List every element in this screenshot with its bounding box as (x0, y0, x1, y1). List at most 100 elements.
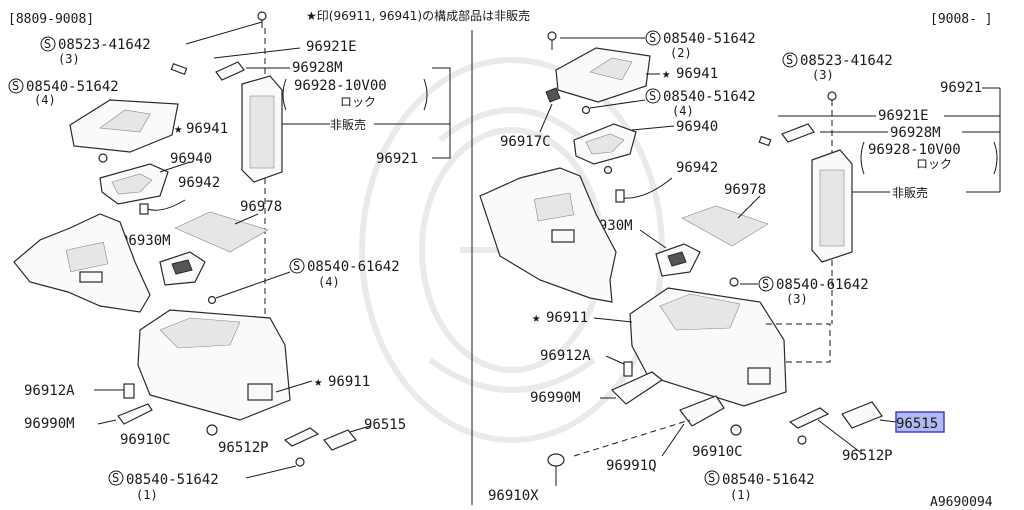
right-part-96921-lid[interactable]: 96921 96921E 96928M 96928-10V00 ロック 非販売 (778, 80, 1001, 263)
right-s-08540-51642-top[interactable]: S 08540-51642 (2) (547, 30, 756, 60)
svg-text:96911: 96911 (328, 374, 370, 390)
right-part-96941[interactable]: ★ 96941 (555, 47, 718, 103)
svg-text:★: ★ (532, 310, 541, 326)
left-small-clip (98, 153, 108, 163)
left-part-96912A[interactable]: 96912A (24, 383, 135, 399)
left-part-96930M[interactable]: 96930M (120, 233, 206, 286)
right-part-96991Q[interactable]: 96991Q (573, 395, 725, 474)
right-part-96910C[interactable]: 96910C (692, 424, 743, 460)
right-part-96917C[interactable]: 96917C (500, 87, 561, 150)
svg-text:96910X: 96910X (488, 488, 539, 504)
right-range-label: [9008- ] (930, 12, 993, 27)
svg-text:96515: 96515 (896, 416, 938, 432)
svg-text:08540-51642: 08540-51642 (722, 472, 815, 488)
right-s-08540-51642-mid[interactable]: S 08540-51642 (4) (581, 88, 756, 118)
left-96928-clip (215, 61, 245, 81)
svg-text:08540-61642: 08540-61642 (776, 277, 869, 293)
svg-text:★: ★ (662, 66, 671, 82)
right-s-08540-61642-callout[interactable]: S 08540-61642 (3) (729, 276, 869, 306)
svg-text:(3): (3) (58, 52, 80, 66)
svg-text:96942: 96942 (676, 160, 718, 176)
svg-text:96512P: 96512P (218, 440, 269, 456)
svg-text:96941: 96941 (676, 66, 718, 82)
svg-text:S: S (293, 259, 300, 273)
svg-text:96978: 96978 (240, 199, 282, 215)
right-part-96910X[interactable]: 96910X (488, 453, 565, 504)
right-part-96942[interactable]: 96942 (615, 160, 718, 203)
svg-text:(2): (2) (670, 46, 692, 60)
svg-text:ロック: ロック (340, 95, 376, 109)
svg-text:08540-51642: 08540-51642 (663, 31, 756, 47)
left-part-96512P[interactable]: 96512P (218, 427, 320, 456)
svg-text:08540-61642: 08540-61642 (307, 259, 400, 275)
right-dash-trim (479, 167, 617, 303)
left-part-96921-lid[interactable]: 96921E 96928M 96928-10V00 ロック 非販売 96921 (213, 39, 451, 183)
svg-text:(4): (4) (672, 104, 694, 118)
left-part-96990M[interactable]: 96990M (24, 403, 153, 432)
svg-text:96512P: 96512P (842, 448, 893, 464)
header-note: ★印(96911, 96941)の構成部品は非販売 (306, 8, 530, 23)
right-part-96978[interactable]: 96978 (681, 182, 769, 247)
left-top-screw[interactable] (257, 11, 267, 28)
svg-text:96930M: 96930M (120, 233, 171, 249)
svg-text:S: S (762, 277, 769, 291)
left-part-96515[interactable]: 96515 (323, 417, 406, 451)
svg-text:96928M: 96928M (890, 125, 941, 141)
svg-text:96912A: 96912A (540, 348, 591, 364)
right-part-96512P[interactable]: 96512P (788, 407, 893, 464)
svg-text:96910C: 96910C (692, 444, 743, 460)
svg-text:96921: 96921 (940, 80, 982, 96)
right-part-96990M[interactable]: 96990M (530, 371, 664, 406)
svg-text:96940: 96940 (170, 151, 212, 167)
svg-text:96515: 96515 (364, 417, 406, 433)
left-part-96942[interactable]: 96942 (139, 175, 220, 215)
right-part-96940[interactable]: 96940 (573, 119, 718, 165)
right-part-96515[interactable]: 96515 (841, 401, 945, 433)
highlight-96515 (895, 411, 945, 433)
right-part-96912A[interactable]: 96912A (540, 348, 633, 377)
svg-text:(1): (1) (136, 488, 158, 502)
svg-text:(1): (1) (730, 488, 752, 502)
svg-text:96921E: 96921E (306, 39, 357, 55)
svg-text:08540-51642: 08540-51642 (26, 79, 119, 95)
left-s-08540-61642-callout[interactable]: S 08540-61642 (4) (215, 258, 400, 299)
left-screw-96930 (207, 295, 217, 305)
s-mark: S (44, 37, 51, 51)
svg-text:S: S (112, 471, 119, 485)
left-range-label: [8809-9008] (8, 12, 94, 27)
right-s-08540-51642-bottom[interactable]: S 08540-51642 (1) (704, 470, 815, 502)
left-s-08523-41642-callout[interactable]: S 08523-41642 (3) (40, 21, 263, 66)
svg-text:非販売: 非販売 (892, 185, 928, 200)
svg-text:96921E: 96921E (878, 108, 929, 124)
svg-text:96990M: 96990M (530, 390, 581, 406)
svg-text:★: ★ (174, 121, 183, 137)
left-s-08540-51642-callout[interactable]: S 08540-51642 (4) (8, 78, 119, 107)
svg-text:ロック: ロック (916, 157, 952, 171)
left-part-96910C[interactable]: 96910C (120, 424, 218, 448)
svg-text:非販売: 非販売 (330, 117, 366, 132)
svg-text:96912A: 96912A (24, 383, 75, 399)
svg-text:★: ★ (314, 374, 323, 390)
svg-text:96928-10V00: 96928-10V00 (868, 142, 961, 158)
svg-text:96978: 96978 (724, 182, 766, 198)
left-part-96911[interactable]: ★ 96911 (137, 309, 370, 421)
svg-text:96910C: 96910C (120, 432, 171, 448)
svg-text:(3): (3) (812, 68, 834, 82)
svg-text:96928M: 96928M (292, 60, 343, 76)
svg-text:S: S (708, 471, 715, 485)
right-part-96911[interactable]: ★ 96911 (532, 287, 831, 407)
left-part-96940[interactable]: 96940 (99, 151, 212, 205)
svg-text:96928-10V00: 96928-10V00 (294, 78, 387, 94)
svg-text:S: S (649, 31, 656, 45)
svg-text:08523-41642: 08523-41642 (58, 37, 151, 53)
left-part-96941[interactable]: ★ 96941 (69, 99, 228, 153)
svg-text:08540-51642: 08540-51642 (126, 472, 219, 488)
left-s-08540-51642-bottom[interactable]: S 08540-51642 (1) (108, 457, 305, 502)
svg-text:96942: 96942 (178, 175, 220, 191)
svg-text:(4): (4) (34, 93, 56, 107)
svg-text:96991Q: 96991Q (606, 458, 657, 474)
left-dash-trim (13, 213, 151, 313)
svg-text:S: S (12, 79, 19, 93)
left-part-96978[interactable]: 96978 (174, 199, 282, 253)
